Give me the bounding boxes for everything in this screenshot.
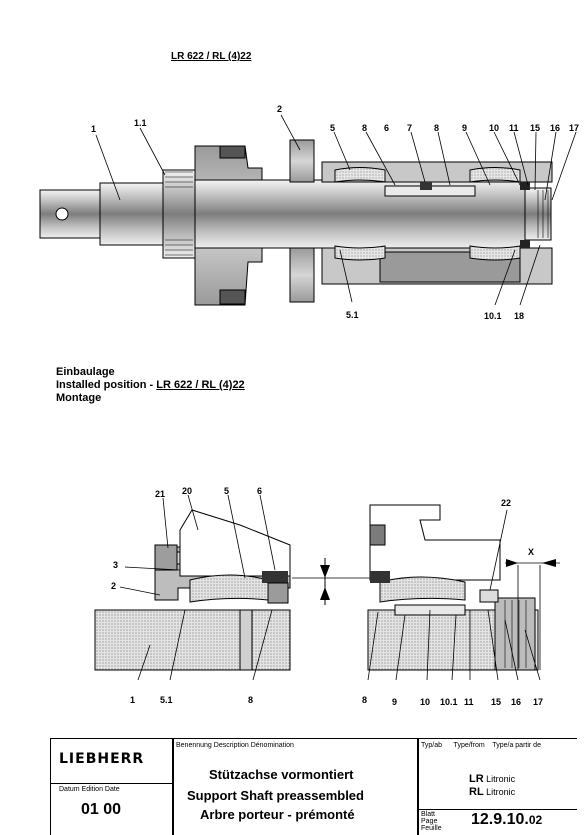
label-10: 10 (489, 123, 500, 133)
type-lr-code: LR (469, 773, 484, 785)
datum-caption: Datum Edition Date (59, 786, 120, 793)
installed-prefix: Installed position - (56, 379, 157, 391)
title-block: LIEBHERR Datum Edition Date 01 00 Benenn… (50, 738, 577, 835)
detail-label-15: 15 (491, 697, 502, 707)
label-8b: 8 (434, 123, 440, 133)
top-drawing-title: LR 622 / RL (4)22 (171, 51, 252, 62)
label-8a: 8 (362, 123, 368, 133)
label-1: 1 (91, 124, 97, 134)
installed-line-en: Installed position - LR 622 / RL (4)22 (56, 379, 245, 392)
bottom-leader-lines (119, 494, 541, 681)
label-10-1: 10.1 (484, 311, 502, 321)
installed-detail-drawing (94, 504, 560, 671)
top-leader-lines (95, 114, 577, 306)
detail-label-8a: 8 (248, 695, 254, 705)
label-18: 18 (514, 311, 525, 321)
type-lr: LR Litronic (469, 773, 515, 785)
detail-label-16: 16 (511, 697, 522, 707)
installed-model: LR 622 / RL (4)22 (156, 379, 245, 391)
detail-label-2: 2 (111, 581, 117, 591)
type-lr-text: Litronic (483, 774, 516, 784)
detail-label-5-1: 5.1 (160, 695, 173, 705)
type-rl-text: Litronic (483, 787, 516, 797)
edition-value: 01 00 (81, 801, 122, 818)
label-6: 6 (384, 123, 390, 133)
benennung-caption: Benennung Description Dénomination (176, 742, 294, 749)
detail-label-10-1: 10.1 (440, 697, 458, 707)
page-number-main: 12.9.10. (471, 811, 529, 828)
detail-label-5: 5 (224, 486, 230, 496)
type-rl: RL Litronic (469, 786, 515, 798)
label-17: 17 (569, 123, 580, 133)
detail-label-10: 10 (420, 697, 431, 707)
label-5-1: 5.1 (346, 310, 359, 320)
detail-label-11: 11 (464, 697, 474, 707)
blatt-caption-en: Page (421, 818, 438, 825)
detail-label-9: 9 (392, 697, 398, 707)
detail-label-8b: 8 (362, 695, 368, 705)
detail-label-20: 20 (182, 486, 193, 496)
type-caption: Typ/ab Type/from Type/a partir de (421, 742, 541, 749)
detail-label-x: X (528, 547, 535, 557)
label-15: 15 (530, 123, 541, 133)
title-block-divider-2 (417, 739, 419, 835)
detail-label-21: 21 (155, 489, 166, 499)
shaft-assembly-drawing (39, 139, 553, 306)
detail-label-17: 17 (533, 697, 544, 707)
detail-label-22: 22 (501, 498, 512, 508)
blatt-caption-fr: Feuille (421, 825, 442, 832)
label-16: 16 (550, 123, 561, 133)
title-block-divider-1 (172, 739, 174, 835)
brand-logo: LIEBHERR (59, 751, 145, 767)
page-number-suffix: 02 (528, 813, 543, 827)
page-number: 12.9.10.02 (471, 811, 542, 829)
blatt-caption-de: Blatt (421, 811, 436, 818)
installed-position-heading: Einbaulage Installed position - LR 622 /… (56, 366, 245, 405)
title-block-hline-right (417, 809, 577, 810)
installed-line-fr: Montage (56, 392, 102, 404)
title-block-hline-left (51, 783, 172, 784)
label-1-1: 1.1 (134, 118, 147, 128)
detail-label-1: 1 (130, 695, 136, 705)
blatt-caption: Blatt Page Feuille (421, 811, 442, 832)
label-11: 11 (509, 123, 519, 133)
installed-line-de: Einbaulage (56, 366, 115, 378)
label-5: 5 (330, 123, 336, 133)
label-9: 9 (462, 123, 468, 133)
detail-label-6: 6 (257, 486, 263, 496)
type-rl-code: RL (469, 786, 484, 798)
name-fr: Arbre porteur - prémonté (200, 807, 355, 822)
name-en: Support Shaft preassembled (187, 788, 364, 803)
detail-label-3: 3 (113, 560, 119, 570)
name-de: Stützachse vormontiert (209, 767, 354, 782)
label-2: 2 (277, 104, 283, 114)
label-7: 7 (407, 123, 413, 133)
